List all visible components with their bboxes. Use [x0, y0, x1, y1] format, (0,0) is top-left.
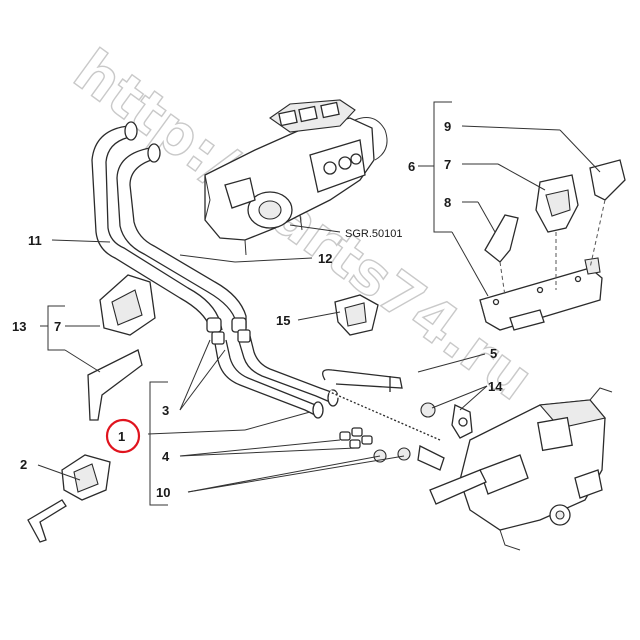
- callout-labels: 11 12 SGR.50101 15 13 7 2 3 1 4 10 5 14 …: [12, 119, 503, 500]
- lower-pipes-drawing: [211, 329, 339, 419]
- callout-9: 9: [444, 119, 451, 134]
- callout-10: 10: [156, 485, 170, 500]
- auxiliary-heater-drawing: [429, 387, 613, 551]
- callout-11: 11: [28, 233, 42, 248]
- heater-unit-drawing: [204, 99, 388, 256]
- callout-1: 1: [118, 429, 125, 444]
- leader-lines: [37, 101, 601, 506]
- callout-3: 3: [162, 403, 169, 418]
- corrugated-hose-drawing: [322, 369, 441, 443]
- callout-15: 15: [276, 313, 290, 328]
- callout-6: 6: [408, 159, 415, 174]
- callout-8: 8: [444, 195, 451, 210]
- left-clips-drawing: [27, 274, 379, 543]
- callout-12: 12: [318, 251, 332, 266]
- callout-13: 13: [12, 319, 26, 334]
- highlight-circle: [105, 418, 141, 454]
- bracket-group-drawing: [479, 159, 626, 331]
- reference-label: SGR.50101: [345, 228, 402, 240]
- callout-14: 14: [488, 379, 503, 394]
- callout-7-left: 7: [54, 319, 61, 334]
- callout-5: 5: [490, 346, 497, 361]
- callout-4: 4: [162, 449, 170, 464]
- callout-7-right: 7: [444, 157, 451, 172]
- heater-pipes-drawing: [91, 121, 247, 336]
- callout-2: 2: [20, 457, 27, 472]
